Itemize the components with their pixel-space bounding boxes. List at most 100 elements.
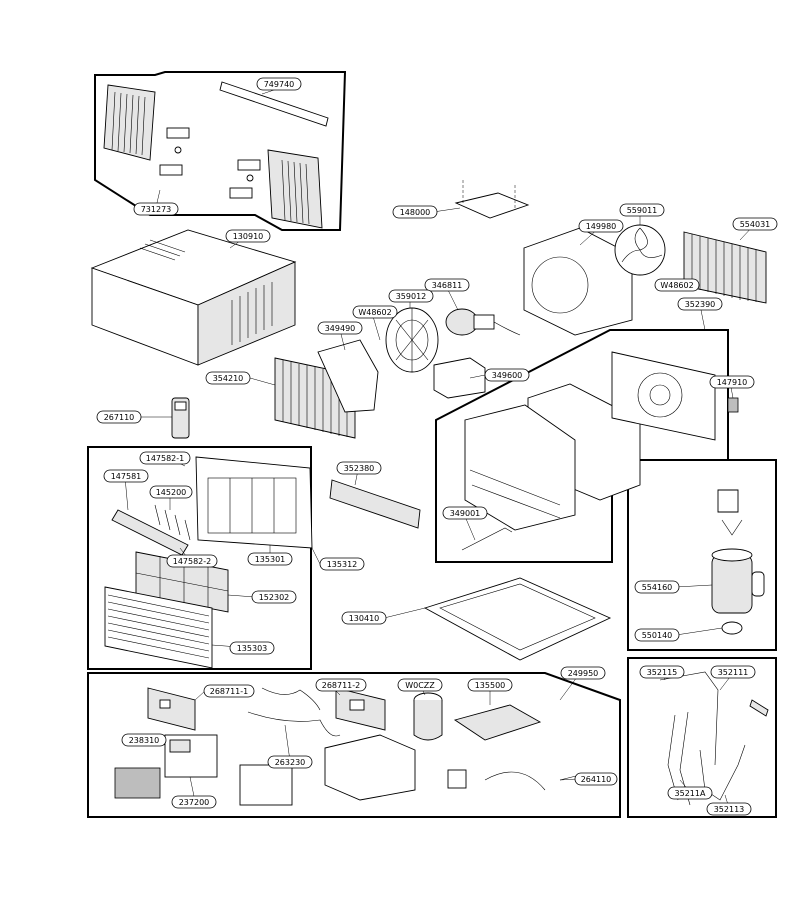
display-film <box>114 767 161 799</box>
callout-238310[interactable]: 238310 <box>121 733 167 747</box>
fan-motor <box>445 308 521 336</box>
callout-130910[interactable]: 130910 <box>225 229 271 243</box>
callout-352390[interactable]: 352390 <box>677 297 723 311</box>
part-number: 149980 <box>586 222 617 231</box>
callout-349001[interactable]: 349001 <box>442 506 488 520</box>
callout-550140[interactable]: 550140 <box>634 628 680 642</box>
callout-135303[interactable]: 135303 <box>229 641 275 655</box>
part-number: 352113 <box>714 805 745 814</box>
callout-346811[interactable]: 346811 <box>424 278 470 292</box>
callout-554031[interactable]: 554031 <box>732 217 778 231</box>
part-number: 148000 <box>400 208 431 217</box>
part-number: 264110 <box>581 775 612 784</box>
part-number: 352390 <box>685 300 716 309</box>
callout-147582-1[interactable]: 147582-1 <box>139 451 191 465</box>
part-number: 238310 <box>129 736 160 745</box>
blower-wheel <box>385 307 439 373</box>
part-number: 130410 <box>349 614 380 623</box>
part-number: 267110 <box>104 413 135 422</box>
orifice-panel <box>611 351 716 441</box>
compressor <box>711 489 765 635</box>
callout-268711-1[interactable]: 268711-1 <box>203 684 255 698</box>
callout-352113[interactable]: 352113 <box>706 802 752 816</box>
part-number: 268711-1 <box>210 687 249 696</box>
callout-148000[interactable]: 148000 <box>392 205 438 219</box>
part-number: 147910 <box>717 378 748 387</box>
part-number: 147582-1 <box>146 454 185 463</box>
callout-559011[interactable]: 559011 <box>619 203 665 217</box>
callout-352115[interactable]: 352115 <box>639 665 685 679</box>
callout-135312[interactable]: 135312 <box>319 557 365 571</box>
base-pan <box>423 577 612 661</box>
drain-channel <box>329 479 421 529</box>
intake-grille <box>104 586 213 669</box>
part-number: 346811 <box>432 281 463 290</box>
callout-264110[interactable]: 264110 <box>574 772 618 786</box>
callout-267110[interactable]: 267110 <box>96 410 142 424</box>
callout-359012[interactable]: 359012 <box>388 289 434 303</box>
condenser-coil <box>683 231 767 304</box>
control-pcb <box>335 687 386 731</box>
part-number: 135312 <box>327 560 358 569</box>
side-curtain-right <box>267 149 323 229</box>
part-number: W48602 <box>660 281 693 290</box>
part-number: 354210 <box>213 374 244 383</box>
part-number: 749740 <box>264 80 295 89</box>
callout-237200[interactable]: 237200 <box>171 795 217 809</box>
callout-249950[interactable]: 249950 <box>560 666 606 680</box>
part-number: 147582-2 <box>173 557 212 566</box>
part-number: 352115 <box>647 668 678 677</box>
part-number: 263230 <box>275 758 306 767</box>
part-number: 352380 <box>344 464 375 473</box>
frame-electrical <box>87 672 621 818</box>
group-frames <box>87 71 777 818</box>
part-number: 249950 <box>568 669 599 678</box>
callout-352111[interactable]: 352111 <box>710 665 756 679</box>
callout-268711-2[interactable]: 268711-2 <box>315 678 367 692</box>
callout-731273[interactable]: 731273 <box>133 202 179 216</box>
callout-349490[interactable]: 349490 <box>317 321 363 335</box>
main-pcb <box>147 687 196 731</box>
callout-w48602-a[interactable]: W48602 <box>352 305 398 319</box>
callout-354210[interactable]: 354210 <box>205 371 251 385</box>
part-number: 237200 <box>179 798 210 807</box>
callout-w48602-b[interactable]: W48602 <box>654 278 700 292</box>
terminal-block <box>447 769 467 789</box>
frame-compressor <box>627 459 777 651</box>
callout-352380[interactable]: 352380 <box>336 461 382 475</box>
remote-control <box>171 397 190 439</box>
callout-147581[interactable]: 147581 <box>103 469 149 483</box>
callout-147910[interactable]: 147910 <box>709 375 755 389</box>
callout-749740[interactable]: 749740 <box>256 77 302 91</box>
control-box <box>324 734 416 801</box>
louver-set <box>111 504 191 556</box>
callout-147582-2[interactable]: 147582-2 <box>166 554 218 568</box>
part-number: 349001 <box>450 509 481 518</box>
part-number: W0CZZ <box>405 681 435 690</box>
part-number: 145200 <box>156 488 187 497</box>
callout-35211a[interactable]: 35211A <box>667 786 713 800</box>
callout-135301[interactable]: 135301 <box>247 552 293 566</box>
callout-263230[interactable]: 263230 <box>267 755 313 769</box>
callout-152302[interactable]: 152302 <box>251 590 297 604</box>
part-number: W48602 <box>358 308 391 317</box>
callout-130410[interactable]: 130410 <box>341 611 387 625</box>
side-curtain-left <box>103 84 156 161</box>
frame-refrigerant-tubing <box>627 657 777 818</box>
part-number: 349490 <box>325 324 356 333</box>
frame-front-grille <box>87 446 312 670</box>
wire-harness-a <box>261 687 321 711</box>
part-number: 731273 <box>141 205 172 214</box>
clip-147910 <box>727 397 739 413</box>
part-number: 352111 <box>718 668 749 677</box>
part-number: 135303 <box>237 644 268 653</box>
electrical-cover <box>453 704 542 741</box>
callout-149980[interactable]: 149980 <box>578 219 624 233</box>
callout-w0czz[interactable]: W0CZZ <box>397 678 443 692</box>
callout-135500[interactable]: 135500 <box>467 678 513 692</box>
callout-554160[interactable]: 554160 <box>634 580 680 594</box>
callout-145200[interactable]: 145200 <box>149 485 193 499</box>
callout-349600[interactable]: 349600 <box>484 368 530 382</box>
part-number: 554160 <box>642 583 673 592</box>
